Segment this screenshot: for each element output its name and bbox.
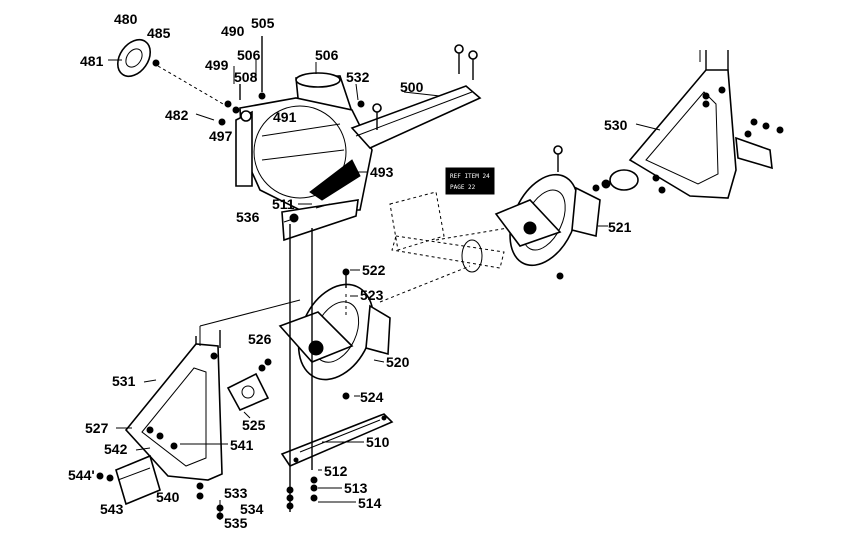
- callout-499: 499: [205, 57, 229, 73]
- callout-481: 481: [80, 53, 104, 69]
- callout-521: 521: [608, 219, 632, 235]
- top-hardware: [218, 36, 266, 126]
- reference-note-line1: REF ITEM 24: [450, 173, 490, 180]
- callout-482: 482: [165, 107, 189, 123]
- crank-disc: [116, 38, 231, 109]
- reference-note-line2: PAGE 22: [450, 184, 476, 191]
- callout-532: 532: [346, 69, 370, 85]
- callout-540: 540: [156, 489, 180, 505]
- callout-525: 525: [242, 417, 266, 433]
- left-side-plate: [96, 330, 223, 506]
- callout-524: 524: [360, 389, 384, 405]
- callout-533: 533: [224, 485, 248, 501]
- callout-510: 510: [366, 434, 390, 450]
- right-auger: [494, 145, 601, 280]
- callout-544: 544': [68, 467, 95, 483]
- callout-505: 505: [251, 15, 275, 31]
- callout-526: 526: [248, 331, 272, 347]
- callout-542: 542: [104, 441, 128, 457]
- callout-508: 508: [234, 69, 258, 85]
- callout-485: 485: [147, 25, 171, 41]
- callout-512: 512: [324, 463, 348, 479]
- callout-506-upper: 506: [237, 47, 261, 63]
- callout-536: 536: [236, 209, 260, 225]
- gearbox-shaft: [379, 191, 521, 303]
- callout-511: 511: [272, 196, 295, 212]
- callout-491: 491: [273, 109, 297, 125]
- frame-rail: [350, 44, 482, 149]
- left-bearing-hub: [226, 358, 272, 412]
- callout-513: 513: [344, 480, 368, 496]
- callout-531: 531: [112, 373, 136, 389]
- callout-514: 514: [358, 495, 382, 511]
- leader-lines: [108, 50, 701, 520]
- callout-522: 522: [362, 262, 386, 278]
- right-side-plate: [592, 50, 784, 199]
- left-auger: [278, 268, 391, 400]
- callout-527: 527: [85, 420, 109, 436]
- callout-497: 497: [209, 128, 233, 144]
- callout-labels: 480 485 481 490 505 506 506 499 508 532 …: [68, 11, 632, 531]
- callout-480: 480: [114, 11, 138, 27]
- callout-541: 541: [230, 437, 254, 453]
- callout-543: 543: [100, 501, 124, 517]
- callout-506-chute: 506: [315, 47, 339, 63]
- callout-490: 490: [221, 23, 245, 39]
- callout-535: 535: [224, 515, 248, 531]
- callout-523: 523: [360, 287, 384, 303]
- reference-box: REF ITEM 24 PAGE 22: [445, 167, 495, 195]
- callout-520: 520: [386, 354, 410, 370]
- callout-500: 500: [400, 79, 424, 95]
- callout-530: 530: [604, 117, 628, 133]
- auger-housing: [235, 72, 373, 242]
- callout-534: 534: [240, 501, 264, 517]
- callout-493: 493: [370, 164, 394, 180]
